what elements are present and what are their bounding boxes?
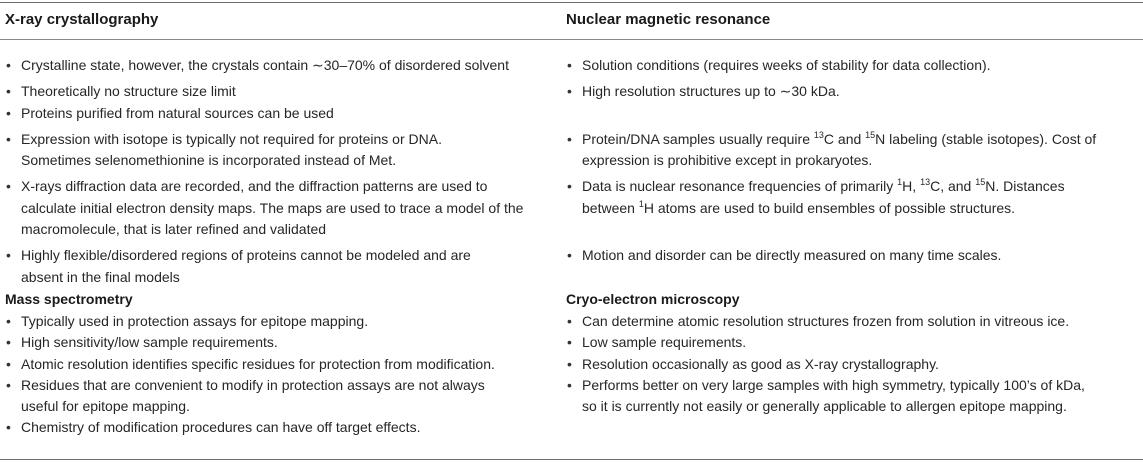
item-text: Typically used in protection assays for … [21,312,369,329]
list-item-nmr-3: Protein/DNA samples usually require 13C … [566,129,1141,172]
list-item-xray-1: Crystalline state, however, the crystals… [5,55,555,77]
list-item-xray-5: X-rays diffraction data are recorded, an… [5,176,555,240]
list-item-ms-1: Typically used in protection assays for … [5,311,555,333]
item-text: Theoretically no structure size limit [21,83,236,100]
top-rule [0,2,1143,3]
item-text: Solution conditions (requires weeks of s… [582,57,991,73]
item-text: High resolution structures up to ∼30 kDa… [582,83,840,100]
list-item-nmr-2: High resolution structures up to ∼30 kDa… [566,81,1141,103]
item-text: Atomic resolution identifies specific re… [21,355,495,372]
list-item-ms-5: Chemistry of modification procedures can… [5,417,555,439]
item-text: High sensitivity/low sample requirements… [21,334,278,351]
list-item-cryo-1: Can determine atomic resolution structur… [566,311,1141,333]
item-text: Low sample requirements. [582,334,747,351]
list-item-nmr-4: Data is nuclear resonance frequencies of… [566,176,1141,219]
header-rule [0,39,1143,40]
list-item-xray-3: Proteins purified from natural sources c… [5,103,555,125]
list-item-ms-2: High sensitivity/low sample requirements… [5,332,555,354]
item-text: Highly flexible/disordered regions of pr… [21,247,471,264]
list-item-xray-2: Theoretically no structure size limit [5,81,555,103]
list-item-cryo-2: Low sample requirements. [566,332,1141,354]
list-item-xray-6: Highly flexible/disordered regions of pr… [5,245,555,288]
header-xray: X-ray crystallography [5,11,159,28]
item-text: X-rays diffraction data are recorded, an… [21,178,488,195]
item-text: Resolution occasionally as good as X-ray… [582,355,939,372]
section-heading-mass-spec: Mass spectrometry [5,290,133,307]
right-column: Solution conditions (requires weeks of s… [566,55,1141,417]
list-item-xray-4: Expression with isotope is typically not… [5,129,555,172]
item-text: Performs better on very large samples wi… [582,376,1085,393]
item-text: Residues that are convenient to modify i… [21,376,485,393]
item-text: between 1H atoms are used to build ensem… [582,198,1016,216]
bottom-rule [0,459,1143,460]
item-text: macromolecule, that is later refined and… [21,221,327,238]
item-text: Can determine atomic resolution structur… [582,312,1070,329]
item-text: Expression with isotope is typically not… [21,130,442,147]
list-item-nmr-5: Motion and disorder can be directly meas… [566,245,1141,267]
item-text: absent in the final models [21,268,180,285]
item-text: expression is prohibitive except in prok… [582,152,873,169]
list-item-cryo-3: Resolution occasionally as good as X-ray… [566,354,1141,376]
list-item-cryo-4: Performs better on very large samples wi… [566,375,1141,418]
item-text: Crystalline state, however, the crystals… [21,57,509,73]
item-text: Protein/DNA samples usually require 13C … [582,129,1097,147]
list-item-ms-4: Residues that are convenient to modify i… [5,375,555,418]
item-text: Proteins purified from natural sources c… [21,104,334,121]
item-text: Motion and disorder can be directly meas… [582,247,1002,264]
item-text: Data is nuclear resonance frequencies of… [582,177,1065,195]
item-text: so it is currently not easily or general… [582,398,1067,415]
list-item-ms-3: Atomic resolution identifies specific re… [5,354,555,376]
list-item-nmr-1: Solution conditions (requires weeks of s… [566,55,1141,77]
section-heading-cryo-em: Cryo-electron microscopy [566,290,740,307]
item-text: useful for epitope mapping. [21,398,190,415]
item-text: Sometimes selenomethionine is incorporat… [21,152,397,169]
left-column: Crystalline state, however, the crystals… [5,55,555,439]
header-nmr: Nuclear magnetic resonance [566,11,771,28]
item-text: calculate initial electron density maps.… [21,199,524,216]
item-text: Chemistry of modification procedures can… [21,419,421,436]
